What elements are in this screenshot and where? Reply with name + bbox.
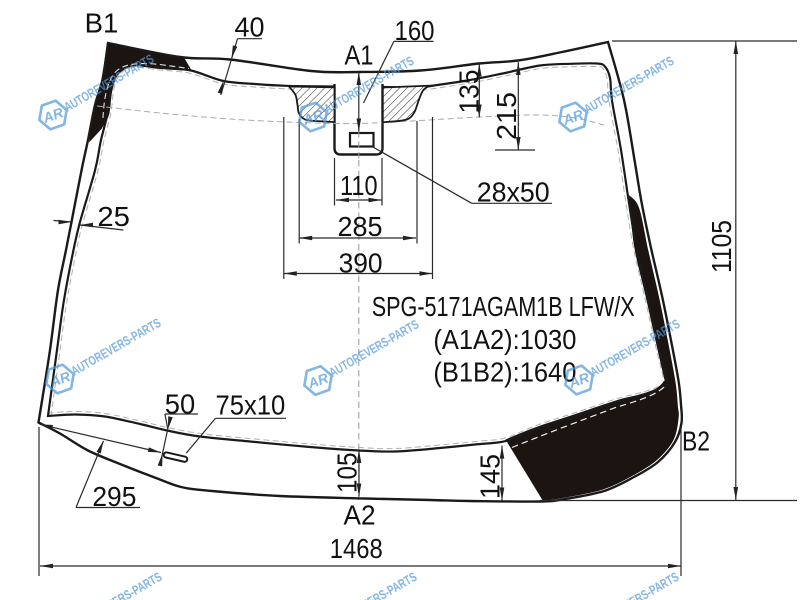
svg-text:75x10: 75x10	[216, 390, 286, 421]
svg-text:1468: 1468	[330, 533, 383, 564]
svg-text:AR: AR	[305, 369, 331, 392]
svg-text:50: 50	[165, 389, 195, 420]
svg-text:B1: B1	[85, 8, 119, 39]
svg-text:28x50: 28x50	[477, 177, 550, 208]
svg-text:(B1B2):1640: (B1B2):1640	[433, 357, 576, 388]
svg-text:A2: A2	[344, 500, 376, 531]
svg-text:AR: AR	[300, 106, 326, 129]
svg-text:160: 160	[395, 15, 435, 46]
svg-text:AR: AR	[47, 368, 73, 391]
svg-text:A1: A1	[345, 40, 374, 71]
svg-text:40: 40	[235, 12, 265, 43]
svg-text:215: 215	[491, 92, 522, 140]
svg-text:B2: B2	[682, 426, 710, 457]
svg-text:AR: AR	[560, 106, 586, 129]
svg-text:AR: AR	[566, 369, 592, 392]
svg-text:145: 145	[475, 454, 506, 499]
svg-text:SPG-5171AGAM1B LFW/X: SPG-5171AGAM1B LFW/X	[372, 291, 635, 322]
svg-text:(A1A2):1030: (A1A2):1030	[433, 324, 576, 355]
svg-text:AR: AR	[40, 104, 66, 127]
svg-text:295: 295	[92, 481, 136, 512]
svg-text:110: 110	[340, 170, 378, 201]
svg-text:1105: 1105	[706, 220, 737, 273]
svg-text:105: 105	[332, 452, 363, 493]
svg-text:135: 135	[454, 70, 485, 114]
svg-text:285: 285	[338, 211, 383, 242]
svg-text:390: 390	[339, 248, 383, 279]
svg-text:25: 25	[97, 201, 130, 232]
